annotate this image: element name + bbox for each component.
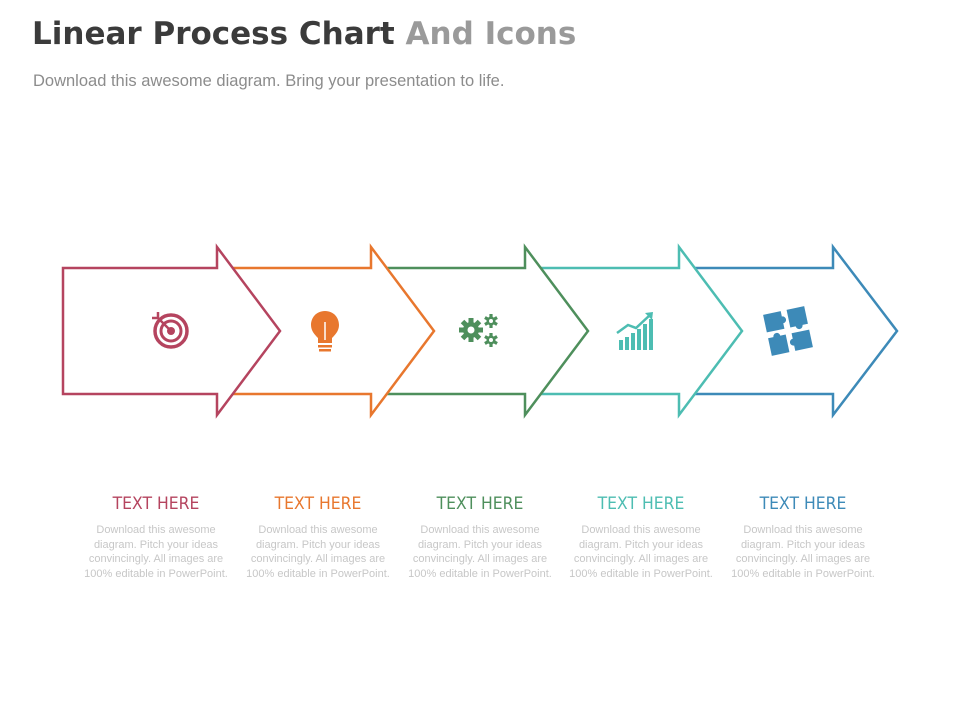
page-subtitle: Download this awesome diagram. Bring you… [33, 72, 505, 90]
step-description: Download this awesome diagram. Pitch you… [569, 524, 713, 580]
title-secondary: And Icons [405, 16, 577, 52]
target-icon [152, 312, 189, 349]
step-heading: TEXT HERE [759, 494, 847, 514]
step-heading: TEXT HERE [274, 494, 362, 514]
step-description: Download this awesome diagram. Pitch you… [408, 524, 552, 580]
step-heading: TEXT HERE [112, 494, 200, 514]
step-text-1: TEXT HERE Download this awesome diagram.… [75, 494, 237, 581]
puzzle-icon [763, 306, 813, 356]
step-text-5: TEXT HERE Download this awesome diagram.… [722, 494, 884, 581]
step-heading: TEXT HERE [597, 494, 685, 514]
step-description: Download this awesome diagram. Pitch you… [84, 524, 228, 580]
lightbulb-icon [311, 311, 339, 352]
process-arrow-5 [695, 243, 899, 419]
step-heading: TEXT HERE [436, 494, 524, 514]
process-arrow-3 [387, 243, 590, 419]
step-text-4: TEXT HERE Download this awesome diagram.… [560, 494, 722, 581]
gears-icon [459, 314, 498, 347]
step-text-2: TEXT HERE Download this awesome diagram.… [237, 494, 399, 581]
title-primary: Linear Process Chart [32, 16, 395, 52]
step-text-3: TEXT HERE Download this awesome diagram.… [399, 494, 561, 581]
step-description: Download this awesome diagram. Pitch you… [246, 524, 390, 580]
page-title: Linear Process Chart And Icons [32, 16, 576, 52]
step-description: Download this awesome diagram. Pitch you… [731, 524, 875, 580]
growth-chart-icon [616, 312, 653, 350]
